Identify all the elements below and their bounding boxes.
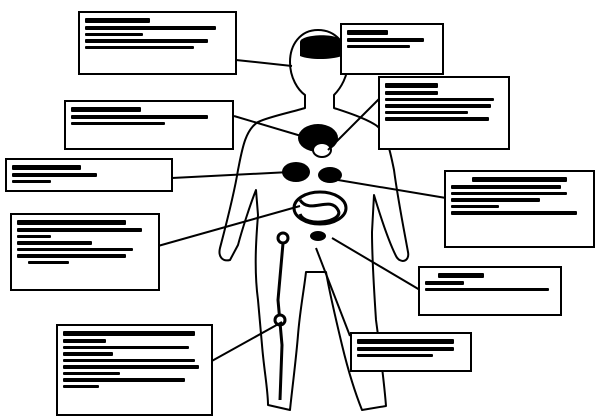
- callout-title: [347, 30, 388, 35]
- box-psychological: [78, 11, 237, 75]
- callout-title: [357, 339, 454, 344]
- callout-line: [425, 288, 549, 292]
- callout-line: [71, 122, 165, 126]
- callout-line: [85, 39, 208, 43]
- callout-title: [472, 177, 568, 182]
- callout-title: [85, 18, 150, 23]
- callout-line: [63, 346, 189, 350]
- callout-line: [385, 98, 494, 102]
- callout-title: [63, 331, 195, 336]
- callout-line: [85, 26, 216, 30]
- callout-line: [12, 173, 97, 177]
- callout-line: [357, 347, 454, 351]
- box-musculoskeletal: [56, 324, 213, 416]
- callout-line: [451, 192, 567, 196]
- callout-line: [63, 372, 120, 376]
- box-neurological: [340, 23, 444, 75]
- callout-line: [385, 104, 491, 108]
- callout-line: [85, 46, 194, 50]
- callout-line: [357, 354, 433, 358]
- callout-line: [451, 185, 561, 189]
- callout-line: [17, 241, 92, 245]
- skeleton-leg: [275, 232, 288, 400]
- box-respiratory: [64, 100, 234, 150]
- box-reproductive: [350, 332, 472, 372]
- callout-line: [347, 38, 424, 42]
- callout-title: [438, 273, 484, 278]
- callout-line: [63, 359, 195, 363]
- callout-title: [71, 107, 141, 112]
- callout-line: [451, 198, 540, 202]
- callout-title: [17, 220, 126, 225]
- bladder-organ: [310, 231, 326, 241]
- box-kidneys: [418, 266, 562, 316]
- callout-line: [451, 211, 577, 215]
- callout-title: [385, 83, 438, 88]
- callout-line: [17, 228, 142, 232]
- callout-title: [12, 165, 81, 170]
- callout-line: [451, 205, 499, 209]
- box-liver: [5, 158, 173, 192]
- callout-line: [385, 91, 438, 95]
- callout-line: [17, 254, 126, 258]
- box-endocrine: [444, 170, 595, 248]
- callout-line: [63, 339, 106, 343]
- callout-line: [63, 385, 99, 389]
- callout-line: [17, 248, 133, 252]
- callout-line: [347, 45, 410, 49]
- callout-line: [63, 365, 199, 369]
- callout-line: [63, 378, 185, 382]
- callout-line: [385, 117, 489, 121]
- callout-line: [17, 235, 51, 239]
- callout-line: [85, 33, 143, 37]
- callout-line: [385, 111, 468, 115]
- callout-line: [63, 352, 113, 356]
- callout-line: [28, 261, 69, 265]
- box-cardiovascular: [378, 76, 510, 150]
- callout-line: [12, 180, 51, 184]
- callout-line: [71, 115, 208, 119]
- callout-line: [425, 281, 464, 285]
- box-gastrointestinal: [10, 213, 160, 291]
